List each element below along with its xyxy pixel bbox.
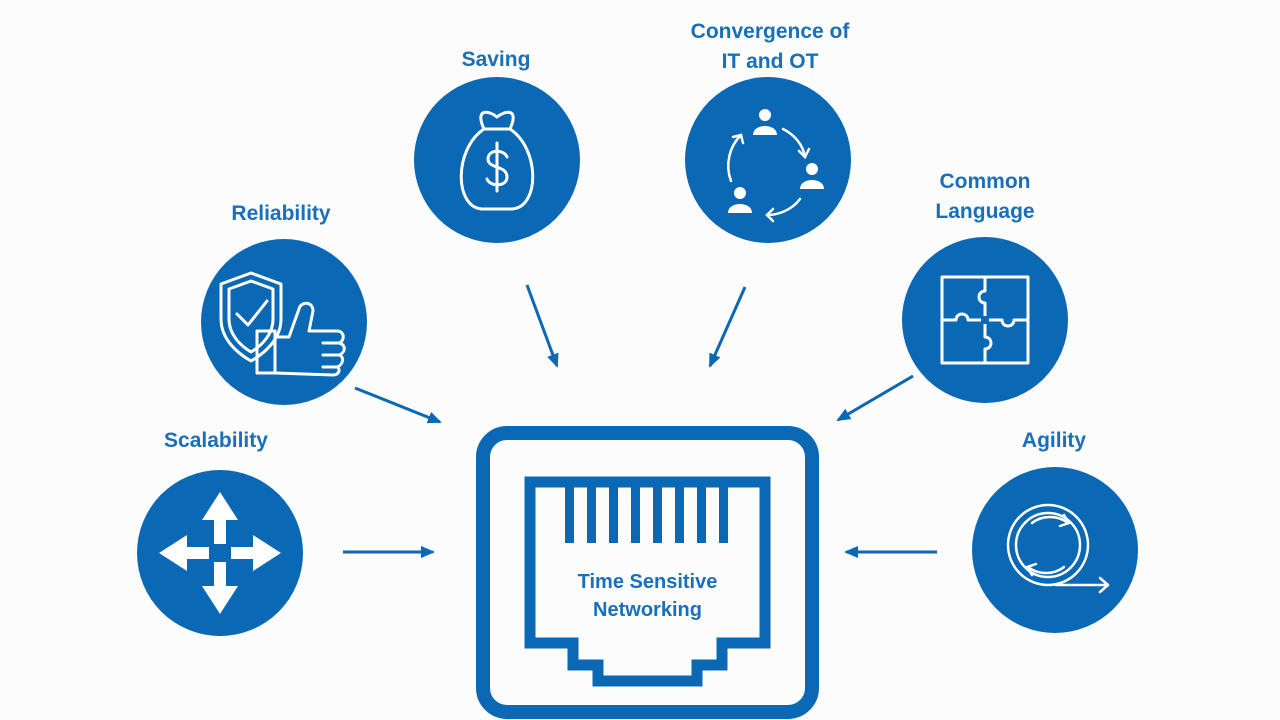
circle-common-language — [902, 237, 1068, 403]
label-common-language-line2: Language — [935, 200, 1035, 223]
circle-saving — [414, 77, 580, 243]
arrow-convergence — [708, 286, 747, 368]
center-title-line2: Networking — [593, 599, 702, 621]
circle-agility — [972, 467, 1138, 633]
arrow-common-language — [836, 374, 914, 422]
center-title-line1: Time Sensitive — [577, 571, 718, 593]
label-agility: Agility — [1022, 426, 1086, 456]
label-convergence: Convergence of IT and OT — [691, 17, 850, 77]
arrow-saving — [525, 284, 559, 368]
label-saving-text: Saving — [461, 48, 531, 71]
label-scalability-text: Scalability — [164, 429, 268, 452]
shield-thumbs-up-icon — [219, 271, 346, 377]
money-bag-icon — [459, 110, 535, 211]
label-agility-text: Agility — [1021, 429, 1087, 452]
circle-scalability — [137, 470, 303, 636]
circle-reliability — [201, 239, 367, 405]
arrow-reliability — [354, 386, 442, 424]
label-convergence-line1: Convergence of — [690, 20, 850, 43]
circle-convergence — [685, 77, 851, 243]
label-saving: Saving — [462, 45, 531, 75]
arrows-expand-icon — [159, 492, 281, 614]
label-reliability-text: Reliability — [231, 202, 331, 225]
label-common-language: Common Language — [935, 167, 1034, 227]
label-convergence-line2: IT and OT — [721, 50, 819, 73]
label-scalability: Scalability — [164, 426, 268, 456]
puzzle-icon — [940, 275, 1030, 365]
center-title: Time Sensitive Networking — [475, 568, 820, 624]
ethernet-port-icon — [476, 426, 819, 719]
label-common-language-line1: Common — [939, 170, 1031, 193]
label-reliability: Reliability — [231, 199, 330, 229]
network-port-graphic: Time Sensitive Networking — [475, 425, 820, 720]
people-cycle-icon — [727, 109, 824, 223]
refresh-icon — [1006, 503, 1110, 594]
